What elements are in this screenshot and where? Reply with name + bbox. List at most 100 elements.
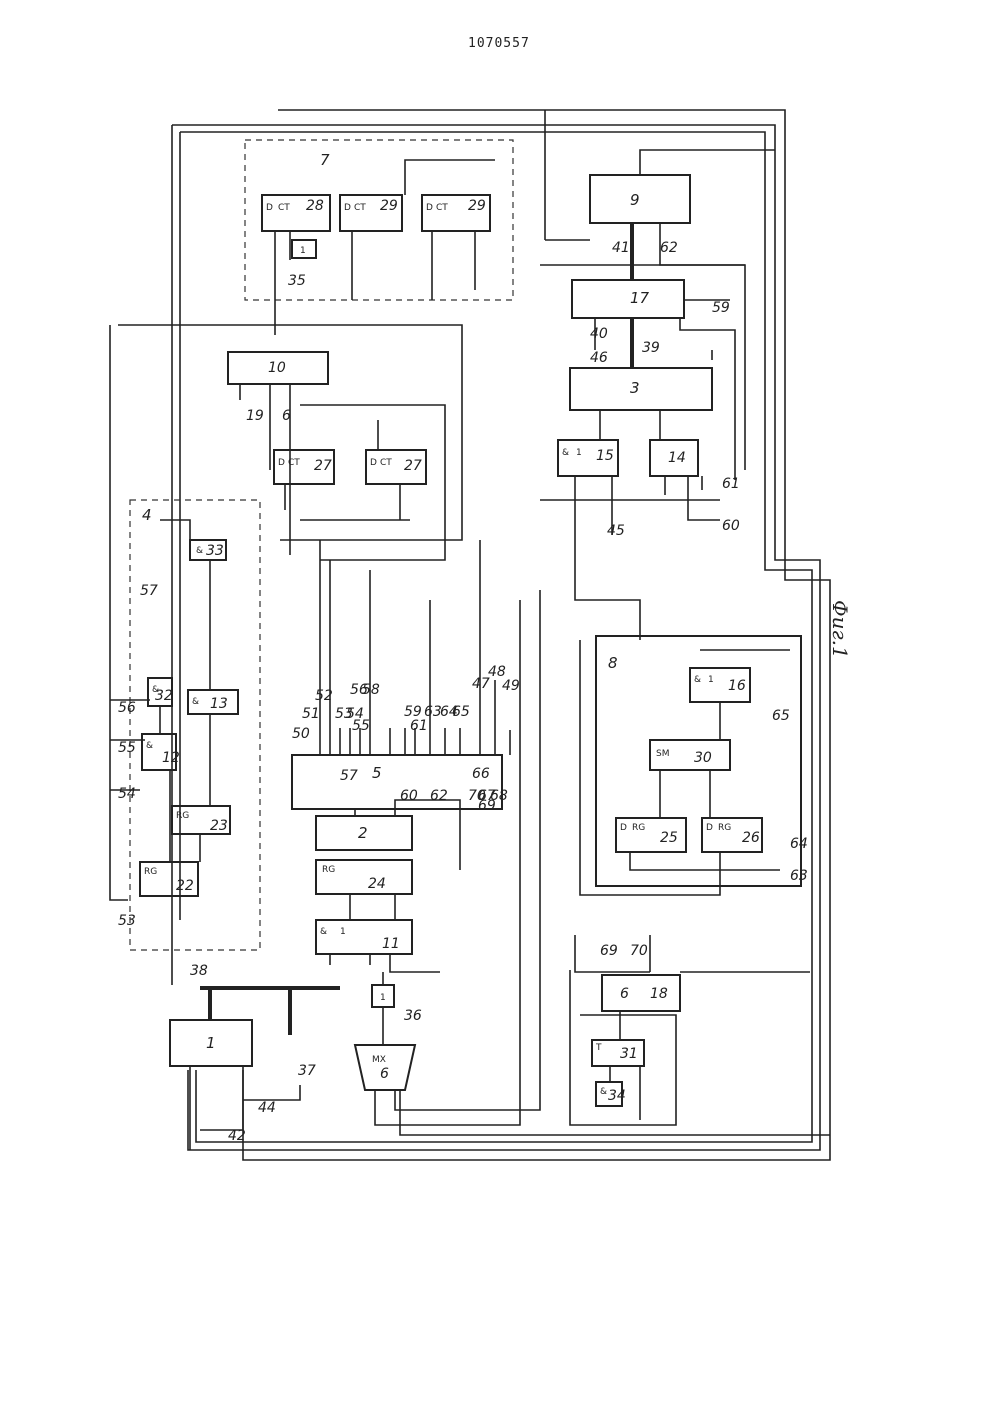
svg-text:55: 55	[118, 740, 136, 756]
svg-text:CT: CT	[380, 458, 392, 468]
svg-text:45: 45	[607, 523, 625, 539]
svg-text:29: 29	[380, 198, 398, 214]
svg-text:46: 46	[590, 350, 608, 366]
svg-text:13: 13	[210, 696, 228, 712]
svg-text:69: 69	[600, 943, 618, 959]
svg-text:30: 30	[694, 750, 712, 766]
group-7-frame	[245, 140, 513, 300]
block-1: 1	[170, 1020, 252, 1066]
svg-text:27: 27	[314, 458, 332, 474]
svg-text:60: 60	[400, 788, 418, 804]
svg-text:40: 40	[590, 326, 608, 342]
svg-text:57: 57	[340, 768, 358, 784]
svg-text:&: &	[192, 697, 199, 707]
svg-text:56: 56	[118, 700, 136, 716]
svg-text:64: 64	[790, 836, 808, 852]
svg-text:53: 53	[118, 913, 136, 929]
svg-text:8: 8	[608, 654, 618, 672]
svg-text:61: 61	[722, 476, 740, 492]
svg-text:RG: RG	[632, 823, 645, 833]
svg-text:60: 60	[722, 518, 740, 534]
svg-text:1: 1	[206, 1034, 216, 1052]
svg-text:CT: CT	[354, 203, 366, 213]
svg-text:66: 66	[472, 766, 490, 782]
svg-text:42: 42	[228, 1128, 246, 1144]
svg-text:36: 36	[404, 1008, 422, 1024]
block-21: 6 18	[602, 975, 680, 1011]
ct-label: CT	[278, 203, 290, 213]
svg-text:D: D	[278, 458, 285, 468]
svg-text:RG: RG	[144, 867, 157, 877]
svg-text:16: 16	[728, 678, 746, 694]
svg-text:39: 39	[642, 340, 660, 356]
svg-text:17: 17	[630, 289, 650, 307]
svg-text:1: 1	[380, 993, 386, 1003]
svg-text:6: 6	[282, 408, 291, 424]
block-2: 2	[316, 816, 412, 850]
svg-text:1: 1	[708, 675, 714, 685]
svg-text:32: 32	[155, 688, 173, 704]
svg-text:62: 62	[660, 240, 678, 256]
svg-text:33: 33	[206, 543, 224, 559]
svg-text:5: 5	[372, 764, 382, 782]
svg-text:50: 50	[292, 726, 310, 742]
svg-text:59: 59	[712, 300, 730, 316]
svg-text:29: 29	[468, 198, 486, 214]
svg-text:18: 18	[650, 986, 668, 1002]
figure-caption: Фиг.1	[828, 600, 852, 659]
svg-text:D: D	[706, 823, 713, 833]
svg-text:12: 12	[162, 750, 180, 766]
group-4-frame	[130, 500, 260, 950]
svg-text:38: 38	[190, 963, 208, 979]
svg-text:34: 34	[608, 1088, 626, 1104]
svg-text:51: 51	[302, 706, 320, 722]
svg-text:27: 27	[404, 458, 422, 474]
svg-text:28: 28	[306, 198, 324, 214]
svg-text:26: 26	[742, 830, 760, 846]
svg-text:RG: RG	[176, 811, 189, 821]
svg-text:63: 63	[790, 868, 808, 884]
trigger-15: &1 15	[558, 440, 618, 476]
svg-text:65: 65	[452, 704, 470, 720]
svg-text:70: 70	[630, 943, 648, 959]
svg-text:49: 49	[502, 678, 520, 694]
svg-text:D: D	[344, 203, 351, 213]
svg-text:55: 55	[352, 718, 370, 734]
svg-text:&: &	[600, 1087, 607, 1097]
svg-text:&: &	[694, 675, 701, 685]
svg-text:6: 6	[380, 1066, 389, 1082]
svg-text:44: 44	[258, 1100, 276, 1116]
svg-text:25: 25	[660, 830, 678, 846]
block-14: 10	[228, 352, 328, 384]
svg-text:&: &	[562, 448, 569, 458]
svg-text:2: 2	[358, 824, 368, 842]
svg-text:T: T	[595, 1043, 602, 1053]
svg-text:61: 61	[410, 718, 428, 734]
svg-text:SM: SM	[656, 749, 669, 759]
svg-text:&: &	[146, 741, 153, 751]
svg-text:31: 31	[620, 1046, 638, 1062]
svg-text:&: &	[196, 546, 203, 556]
counter-29b: DCT 29	[422, 195, 490, 231]
svg-text:41: 41	[612, 240, 630, 256]
svg-text:54: 54	[118, 786, 136, 802]
svg-text:15: 15	[596, 448, 614, 464]
svg-text:58: 58	[362, 682, 380, 698]
svg-text:1: 1	[300, 246, 306, 256]
svg-text:&: &	[320, 927, 327, 937]
counter-28: DCT 28	[262, 195, 330, 231]
svg-text:4: 4	[142, 506, 152, 524]
svg-text:11: 11	[382, 936, 400, 952]
svg-text:3: 3	[630, 379, 640, 397]
svg-text:D: D	[426, 203, 433, 213]
group-7-label: 7	[320, 151, 330, 169]
block-18: 17	[572, 280, 684, 318]
svg-text:9: 9	[630, 191, 640, 209]
svg-text:D: D	[370, 458, 377, 468]
svg-text:65: 65	[772, 708, 790, 724]
label-35: 35	[288, 273, 306, 289]
svg-text:1: 1	[576, 448, 582, 458]
svg-text:62: 62	[430, 788, 448, 804]
svg-text:10: 10	[268, 360, 286, 376]
